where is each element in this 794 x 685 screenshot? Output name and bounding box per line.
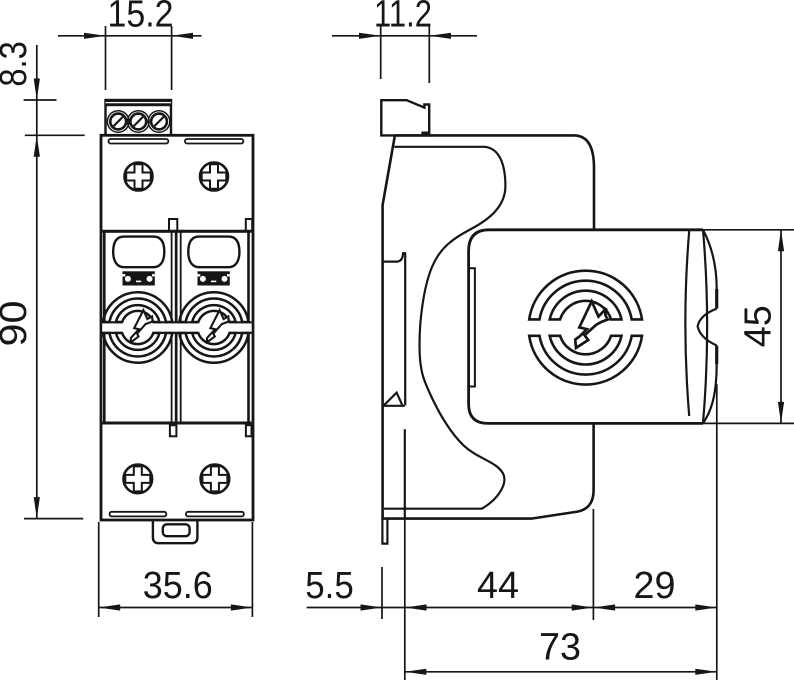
svg-text:45: 45: [738, 305, 780, 347]
svg-text:11.2: 11.2: [374, 0, 432, 36]
svg-text:15.2: 15.2: [108, 0, 174, 36]
svg-text:90: 90: [0, 301, 35, 347]
svg-text:73: 73: [539, 627, 581, 669]
svg-text:5.5: 5.5: [305, 565, 354, 607]
svg-text:35.6: 35.6: [143, 565, 213, 607]
svg-text:29: 29: [634, 565, 676, 607]
svg-text:8.3: 8.3: [0, 41, 35, 87]
svg-text:44: 44: [477, 565, 519, 607]
